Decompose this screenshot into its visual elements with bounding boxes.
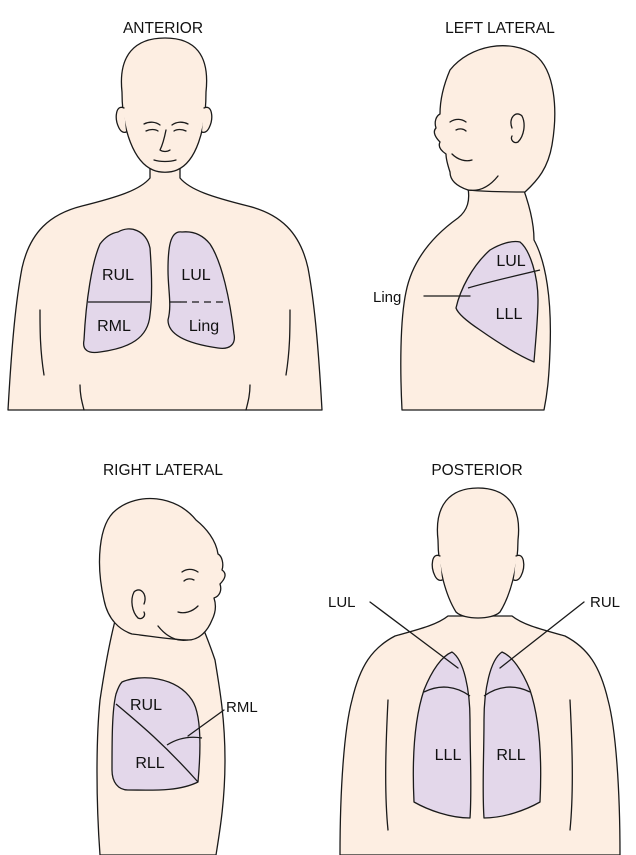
- anterior-lul-label: LUL: [181, 267, 210, 284]
- left-lateral-panel: LEFT LATERAL LUL LLL Ling: [373, 20, 555, 410]
- posterior-title: POSTERIOR: [431, 462, 522, 479]
- anterior-rml-label: RML: [97, 318, 131, 335]
- right-lateral-title: RIGHT LATERAL: [103, 462, 223, 479]
- right-lateral-head: [100, 499, 226, 640]
- anterior-ling-label: Ling: [189, 318, 219, 335]
- anterior-rul-label: RUL: [102, 267, 134, 284]
- posterior-torso: [340, 616, 620, 855]
- anterior-torso: [8, 165, 322, 410]
- posterior-rul-label: RUL: [590, 594, 620, 611]
- left-lateral-lll-label: LLL: [496, 306, 523, 323]
- anterior-title: ANTERIOR: [123, 20, 203, 37]
- anterior-panel: ANTERIOR RUL LUL RML Ling: [8, 20, 322, 410]
- right-lateral-lung: [112, 678, 200, 790]
- left-lateral-title: LEFT LATERAL: [445, 20, 555, 37]
- left-lateral-lul-label: LUL: [496, 253, 525, 270]
- left-lateral-head: [434, 46, 554, 192]
- posterior-rll-label: RLL: [496, 747, 525, 764]
- posterior-head: [437, 488, 518, 618]
- posterior-panel: POSTERIOR LLL RLL LUL RUL: [328, 462, 620, 855]
- posterior-lul-label: LUL: [328, 594, 356, 611]
- right-lateral-panel: RIGHT LATERAL RUL RLL RML: [97, 462, 258, 855]
- right-lateral-rul-label: RUL: [130, 697, 162, 714]
- posterior-lll-label: LLL: [435, 747, 462, 764]
- left-lateral-ling-label: Ling: [373, 289, 401, 306]
- right-lateral-rml-label: RML: [226, 699, 258, 716]
- right-lateral-rll-label: RLL: [135, 755, 164, 772]
